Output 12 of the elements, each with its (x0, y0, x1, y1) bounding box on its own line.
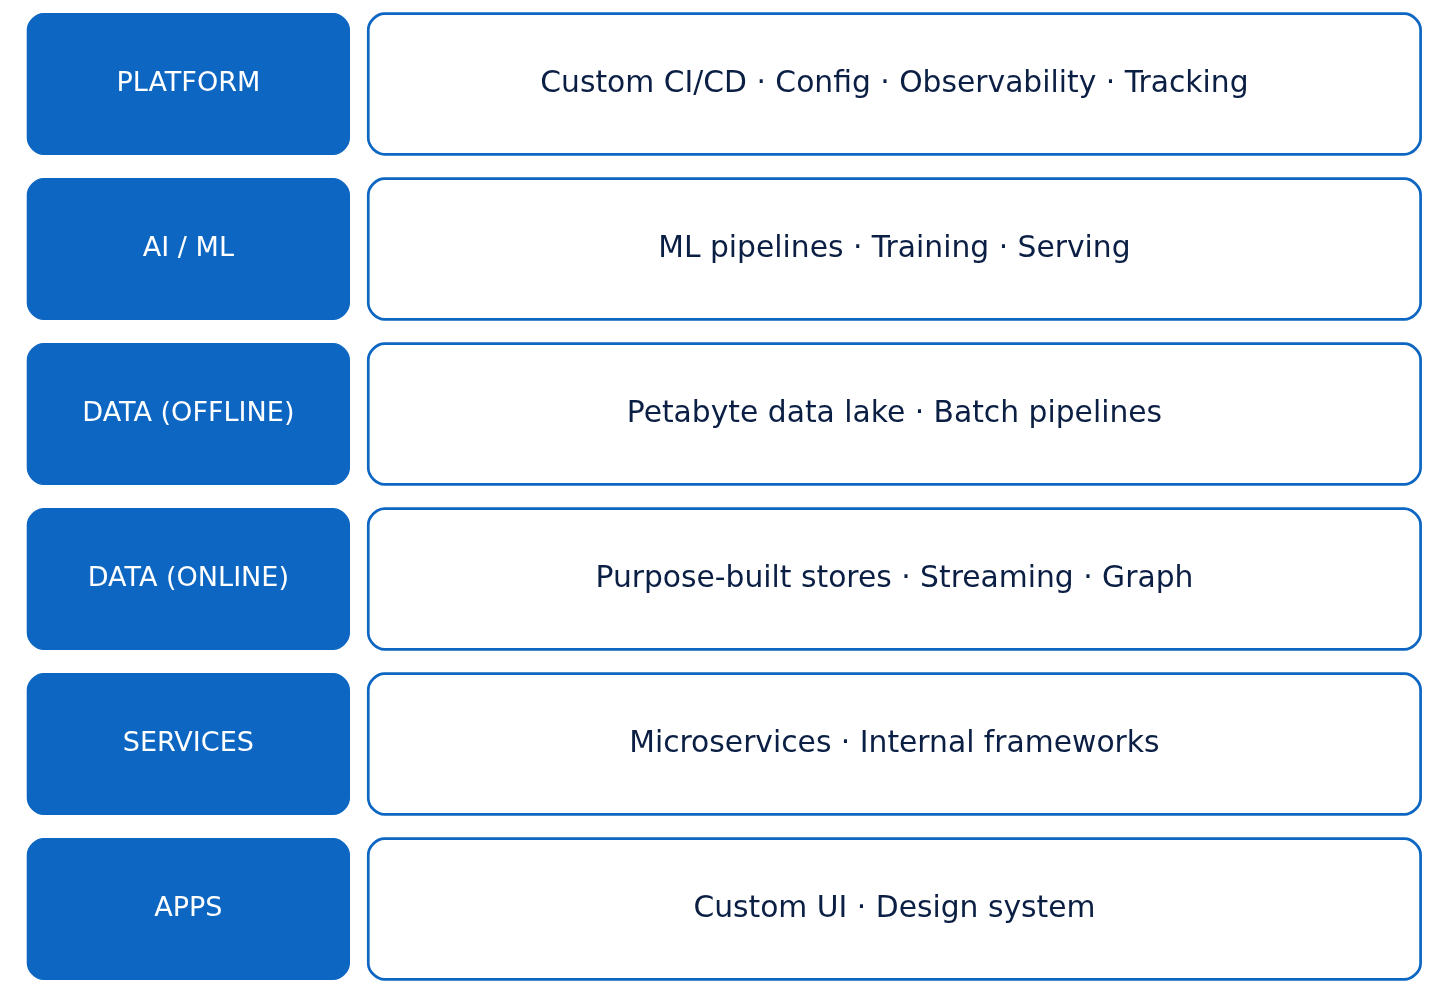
node-box: PLATFORM (26, 12, 350, 155)
node-box: ML pipelines · Training · Serving (366, 177, 1422, 321)
node-box: Microservices · Internal frameworks (366, 672, 1422, 816)
node-box: DATA (OFFLINE) (26, 343, 350, 485)
node-box: Custom UI · Design system (366, 837, 1422, 981)
node-box: AI / ML (26, 177, 350, 320)
node-box: SERVICES (26, 673, 350, 816)
node-box: Purpose-built stores · Streaming · Graph (366, 507, 1422, 651)
node-box: Petabyte data lake · Batch pipelines (366, 342, 1422, 486)
node-box: APPS (26, 838, 350, 981)
node-box: DATA (ONLINE) (26, 508, 350, 650)
node-box: Custom CI/CD · Config · Observability · Tracking (366, 12, 1422, 156)
